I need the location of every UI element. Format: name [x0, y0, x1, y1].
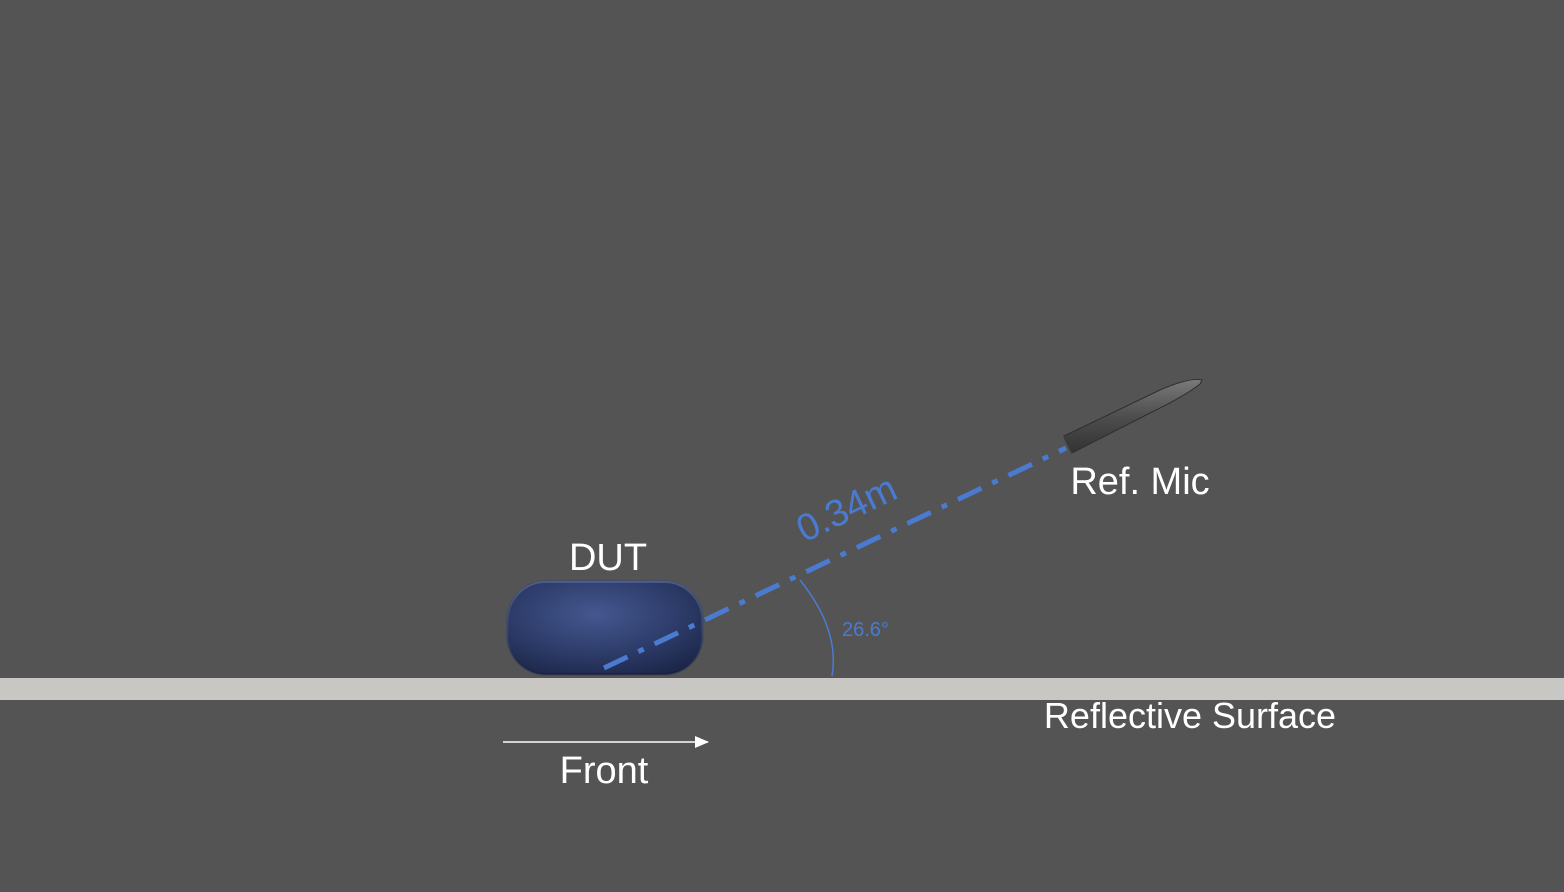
- reflective-surface-label: Reflective Surface: [1044, 695, 1336, 736]
- dut-device: [506, 580, 704, 676]
- distance-dimension-line: [602, 445, 1068, 671]
- front-label: Front: [560, 750, 649, 792]
- reference-microphone-icon: [1063, 379, 1203, 454]
- ref-mic-label: Ref. Mic: [1070, 461, 1209, 503]
- reflective-surface: [0, 678, 1564, 700]
- angle-arc: [799, 579, 835, 677]
- distance-label: 0.34m: [790, 467, 903, 550]
- dut-label: DUT: [569, 537, 647, 579]
- angle-label: 26.6°: [842, 619, 889, 641]
